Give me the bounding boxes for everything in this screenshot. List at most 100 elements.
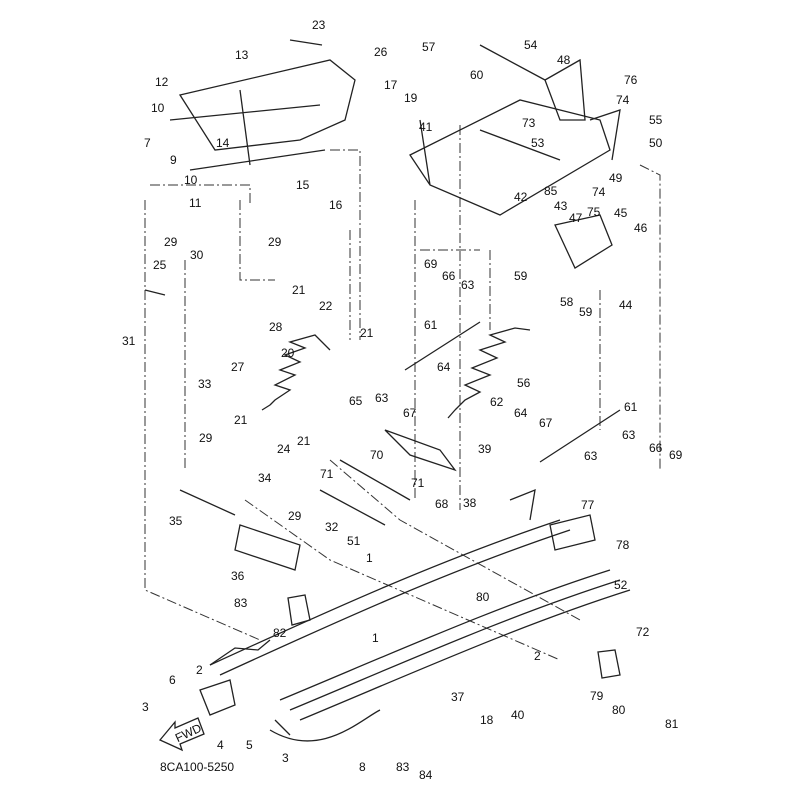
callout-40: 40 [511, 708, 525, 722]
callout-57: 57 [422, 40, 436, 54]
callout-37: 37 [451, 690, 465, 704]
bracket [544, 58, 621, 161]
callout-58: 58 [560, 295, 574, 309]
callout-47: 47 [569, 211, 583, 225]
callout-71: 71 [411, 476, 425, 490]
drawing-code: 8CA100-5250 [160, 760, 234, 774]
callout-59: 59 [514, 269, 528, 283]
callout-12: 12 [155, 75, 169, 89]
callout-77: 77 [581, 498, 595, 512]
callout-83: 83 [234, 596, 248, 610]
callout-52: 52 [614, 578, 628, 592]
callout-76: 76 [624, 73, 638, 87]
plate-45 [554, 214, 613, 269]
callout-18: 18 [480, 713, 494, 727]
callout-64: 64 [437, 360, 451, 374]
callout-43: 43 [554, 199, 568, 213]
callout-10: 10 [151, 101, 165, 115]
rear-arm [409, 99, 611, 216]
fwd-arrow-icon: FWD [158, 717, 205, 752]
callout-19: 19 [404, 91, 418, 105]
callout-79: 79 [590, 689, 604, 703]
callout-68: 68 [435, 497, 449, 511]
callout-11: 11 [189, 196, 202, 210]
callout-63: 63 [622, 428, 636, 442]
callout-62: 62 [490, 395, 504, 409]
callout-71: 71 [320, 467, 334, 481]
callout-63: 63 [584, 449, 598, 463]
callout-74: 74 [616, 93, 630, 107]
callout-46: 46 [634, 221, 648, 235]
callout-84: 84 [419, 768, 433, 782]
callout-15: 15 [296, 178, 310, 192]
callout-5: 5 [246, 738, 253, 752]
callout-80: 80 [476, 590, 490, 604]
callout-78: 78 [616, 538, 630, 552]
callout-26: 26 [374, 45, 388, 59]
callout-14: 14 [216, 136, 230, 150]
callout-8: 8 [359, 760, 366, 774]
callout-29: 29 [164, 235, 178, 249]
shock-absorber-20 [261, 334, 331, 411]
callout-6: 6 [169, 673, 176, 687]
callout-48: 48 [557, 53, 571, 67]
callout-39: 39 [478, 442, 492, 456]
callout-63: 63 [375, 391, 389, 405]
callout-72: 72 [636, 625, 650, 639]
callout-74: 74 [592, 185, 606, 199]
callout-55: 55 [649, 113, 663, 127]
callout-41: 41 [419, 120, 433, 134]
slide-rail-upper [209, 519, 571, 676]
callout-22: 22 [319, 299, 333, 313]
rail-runner [269, 709, 381, 742]
callout-85: 85 [544, 184, 558, 198]
front-arm [169, 59, 356, 171]
rail-tip-left [209, 639, 271, 666]
callout-73: 73 [522, 116, 536, 130]
callout-82: 82 [273, 626, 287, 640]
callout-35: 35 [169, 514, 183, 528]
callout-9: 9 [170, 153, 177, 167]
callout-28: 28 [269, 320, 283, 334]
callout-64: 64 [514, 406, 528, 420]
assembly-guide-lines [144, 125, 661, 661]
callout-21: 21 [292, 283, 306, 297]
callout-10: 10 [184, 173, 198, 187]
callout-17: 17 [384, 78, 398, 92]
callout-27: 27 [231, 360, 245, 374]
callout-59: 59 [579, 305, 593, 319]
callout-32: 32 [325, 520, 339, 534]
callout-69: 69 [669, 448, 683, 462]
callout-24: 24 [277, 442, 291, 456]
callout-53: 53 [531, 136, 545, 150]
callout-60: 60 [470, 68, 484, 82]
callout-65: 65 [349, 394, 363, 408]
callout-67: 67 [539, 416, 553, 430]
callout-34: 34 [258, 471, 272, 485]
callout-30: 30 [190, 248, 204, 262]
callout-56: 56 [517, 376, 531, 390]
callout-51: 51 [347, 534, 361, 548]
callout-21: 21 [297, 434, 311, 448]
stoppers [287, 594, 621, 679]
part-drawings: FWD [144, 39, 661, 752]
fwd-label: FWD [173, 721, 204, 745]
callout-49: 49 [609, 171, 623, 185]
rear-bracket [509, 488, 596, 551]
callout-2: 2 [534, 649, 541, 663]
callout-69: 69 [424, 257, 438, 271]
callout-44: 44 [619, 298, 633, 312]
callout-36: 36 [231, 569, 245, 583]
callout-1: 1 [372, 631, 379, 645]
callout-45: 45 [614, 206, 628, 220]
rail-end-cap-4 [199, 679, 236, 716]
callout-66: 66 [649, 441, 663, 455]
rods-and-bolts [144, 39, 621, 526]
callout-21: 21 [234, 413, 248, 427]
callout-54: 54 [524, 38, 538, 52]
callout-70: 70 [370, 448, 384, 462]
callout-21: 21 [360, 326, 374, 340]
pivot-38 [384, 429, 457, 472]
